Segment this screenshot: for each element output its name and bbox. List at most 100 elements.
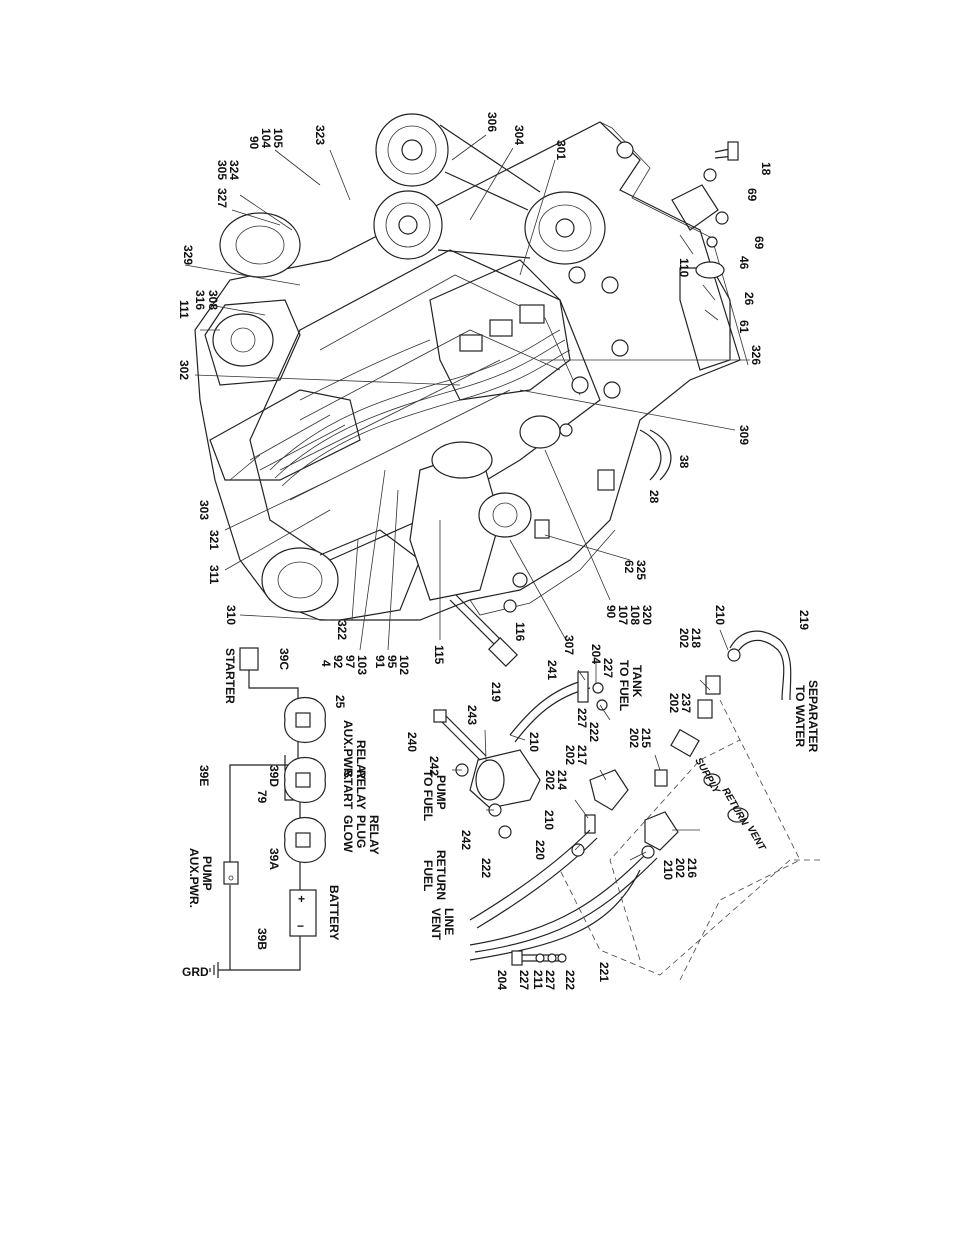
callout-28: 28 (647, 490, 661, 504)
callout-242-top: 242 (427, 756, 441, 776)
callout-308: 308 (206, 290, 220, 310)
wire-39b-label: 39B (255, 928, 269, 950)
callout-111: 111 (177, 300, 191, 319)
start-relay-label-1: START (341, 770, 355, 810)
callout-105: 105 (271, 128, 285, 148)
callout-227-bottom-2: 227 (543, 970, 557, 990)
fuel-return-label-2: RETURN (434, 850, 448, 900)
vent-label: VENT (744, 824, 767, 853)
wire-39c-label: 39C (277, 648, 291, 670)
callout-303: 303 (197, 500, 211, 520)
callout-103: 103 (355, 655, 369, 675)
battery-box (289, 889, 317, 937)
callout-210-lower: 210 (661, 860, 675, 880)
callout-211: 211 (531, 970, 545, 990)
callout-90-top: 90 (247, 136, 261, 150)
callout-237: 237 (679, 693, 693, 713)
callout-217: 217 (575, 745, 589, 765)
callout-204-bottom: 204 (495, 970, 509, 990)
aux-pwr-pump-label-2: PUMP (200, 856, 214, 891)
callout-322: 322 (335, 620, 349, 640)
battery-plus: + (298, 892, 305, 906)
callout-216: 216 (685, 858, 699, 878)
to-water-separator-label-2: SEPARATER (806, 680, 820, 753)
wire-39e-label: 39E (197, 765, 211, 786)
callout-219-right: 219 (797, 610, 811, 630)
callout-110: 110 (677, 258, 691, 278)
callout-227-top: 227 (601, 658, 615, 678)
callout-323: 323 (313, 125, 327, 145)
glow-plug-relay-label-3: RELAY (367, 815, 381, 855)
callout-321: 321 (207, 530, 221, 550)
fuel-system: 241 204 227 219 243 240 210 227 222 TO F… (405, 605, 820, 990)
callout-69-upper: 69 (745, 188, 759, 202)
callout-243: 243 (465, 705, 479, 725)
starter-box (239, 647, 259, 671)
callout-222-bottom-2: 222 (563, 970, 577, 990)
wire-ground (218, 935, 301, 971)
callout-90-bottom: 90 (604, 605, 618, 619)
aux-pwr-relay-label-2: RELAY (354, 740, 368, 780)
callout-202-b: 202 (677, 628, 691, 648)
engine-illustration (194, 113, 749, 667)
starter-label: STARTER (223, 648, 237, 704)
callout-91: 91 (373, 655, 387, 669)
callout-307: 307 (562, 635, 576, 655)
callout-219-top: 219 (489, 682, 503, 702)
callout-107: 107 (616, 605, 630, 625)
callout-116: 116 (513, 622, 527, 642)
callout-115: 115 (432, 645, 446, 665)
wire-39a-label: 39A (267, 848, 281, 870)
callout-310: 310 (224, 605, 238, 625)
callout-215: 215 (639, 728, 653, 748)
callout-222-bottom: 222 (479, 858, 493, 878)
callout-204-top: 204 (589, 644, 603, 664)
wire-39e (229, 720, 299, 862)
callout-222-mid: 222 (587, 722, 601, 742)
callout-218: 218 (689, 628, 703, 648)
callout-210-right: 210 (713, 605, 727, 625)
callout-210-top: 210 (527, 732, 541, 752)
callout-304: 304 (512, 125, 526, 145)
callout-61: 61 (737, 320, 751, 334)
ground-label: GRD (182, 965, 209, 979)
callout-221: 221 (597, 962, 611, 982)
start-relay-label-2: RELAY (354, 770, 368, 810)
callout-18: 18 (759, 162, 773, 176)
aux-pump-box (223, 861, 239, 885)
callout-202-f: 202 (673, 858, 687, 878)
wire-39d-label: 39D (267, 765, 281, 787)
fuel-return-label-1: FUEL (421, 860, 435, 891)
callout-306: 306 (485, 112, 499, 132)
callout-38: 38 (677, 455, 691, 469)
vent-line-label-1: VENT (429, 908, 443, 941)
callout-227-mid: 227 (575, 708, 589, 728)
callout-327: 327 (215, 188, 229, 208)
to-fuel-tank-label-1: TO FUEL (617, 660, 631, 711)
callout-302: 302 (177, 360, 191, 380)
callout-202-d: 202 (627, 728, 641, 748)
callout-326: 326 (749, 345, 763, 365)
callout-210-mid: 210 (542, 810, 556, 830)
callout-305: 305 (215, 160, 229, 180)
glow-plug-relay-label-1: GLOW (341, 815, 355, 853)
engine-callouts: 306 304 301 90 104 105 323 305 324 327 1… (177, 112, 773, 675)
battery-label: BATTERY (327, 885, 341, 940)
callout-108: 108 (628, 605, 642, 625)
callout-202-e: 202 (543, 770, 557, 790)
glow-plug-relay-label-2: PLUG (354, 815, 368, 848)
callout-26: 26 (742, 292, 756, 306)
callout-320: 320 (640, 605, 654, 625)
callout-46: 46 (737, 256, 751, 270)
callout-4: 4 (319, 660, 333, 667)
callout-301: 301 (554, 140, 568, 160)
callout-92: 92 (331, 655, 345, 669)
aux-pwr-pump-label-1: AUX.PWR. (187, 848, 201, 908)
callout-62: 62 (622, 560, 636, 574)
callout-227-bottom-1: 227 (517, 970, 531, 990)
callout-102: 102 (397, 655, 411, 675)
callout-97: 97 (343, 655, 357, 669)
engine-leader-lines (184, 134, 750, 651)
callout-214: 214 (555, 770, 569, 790)
